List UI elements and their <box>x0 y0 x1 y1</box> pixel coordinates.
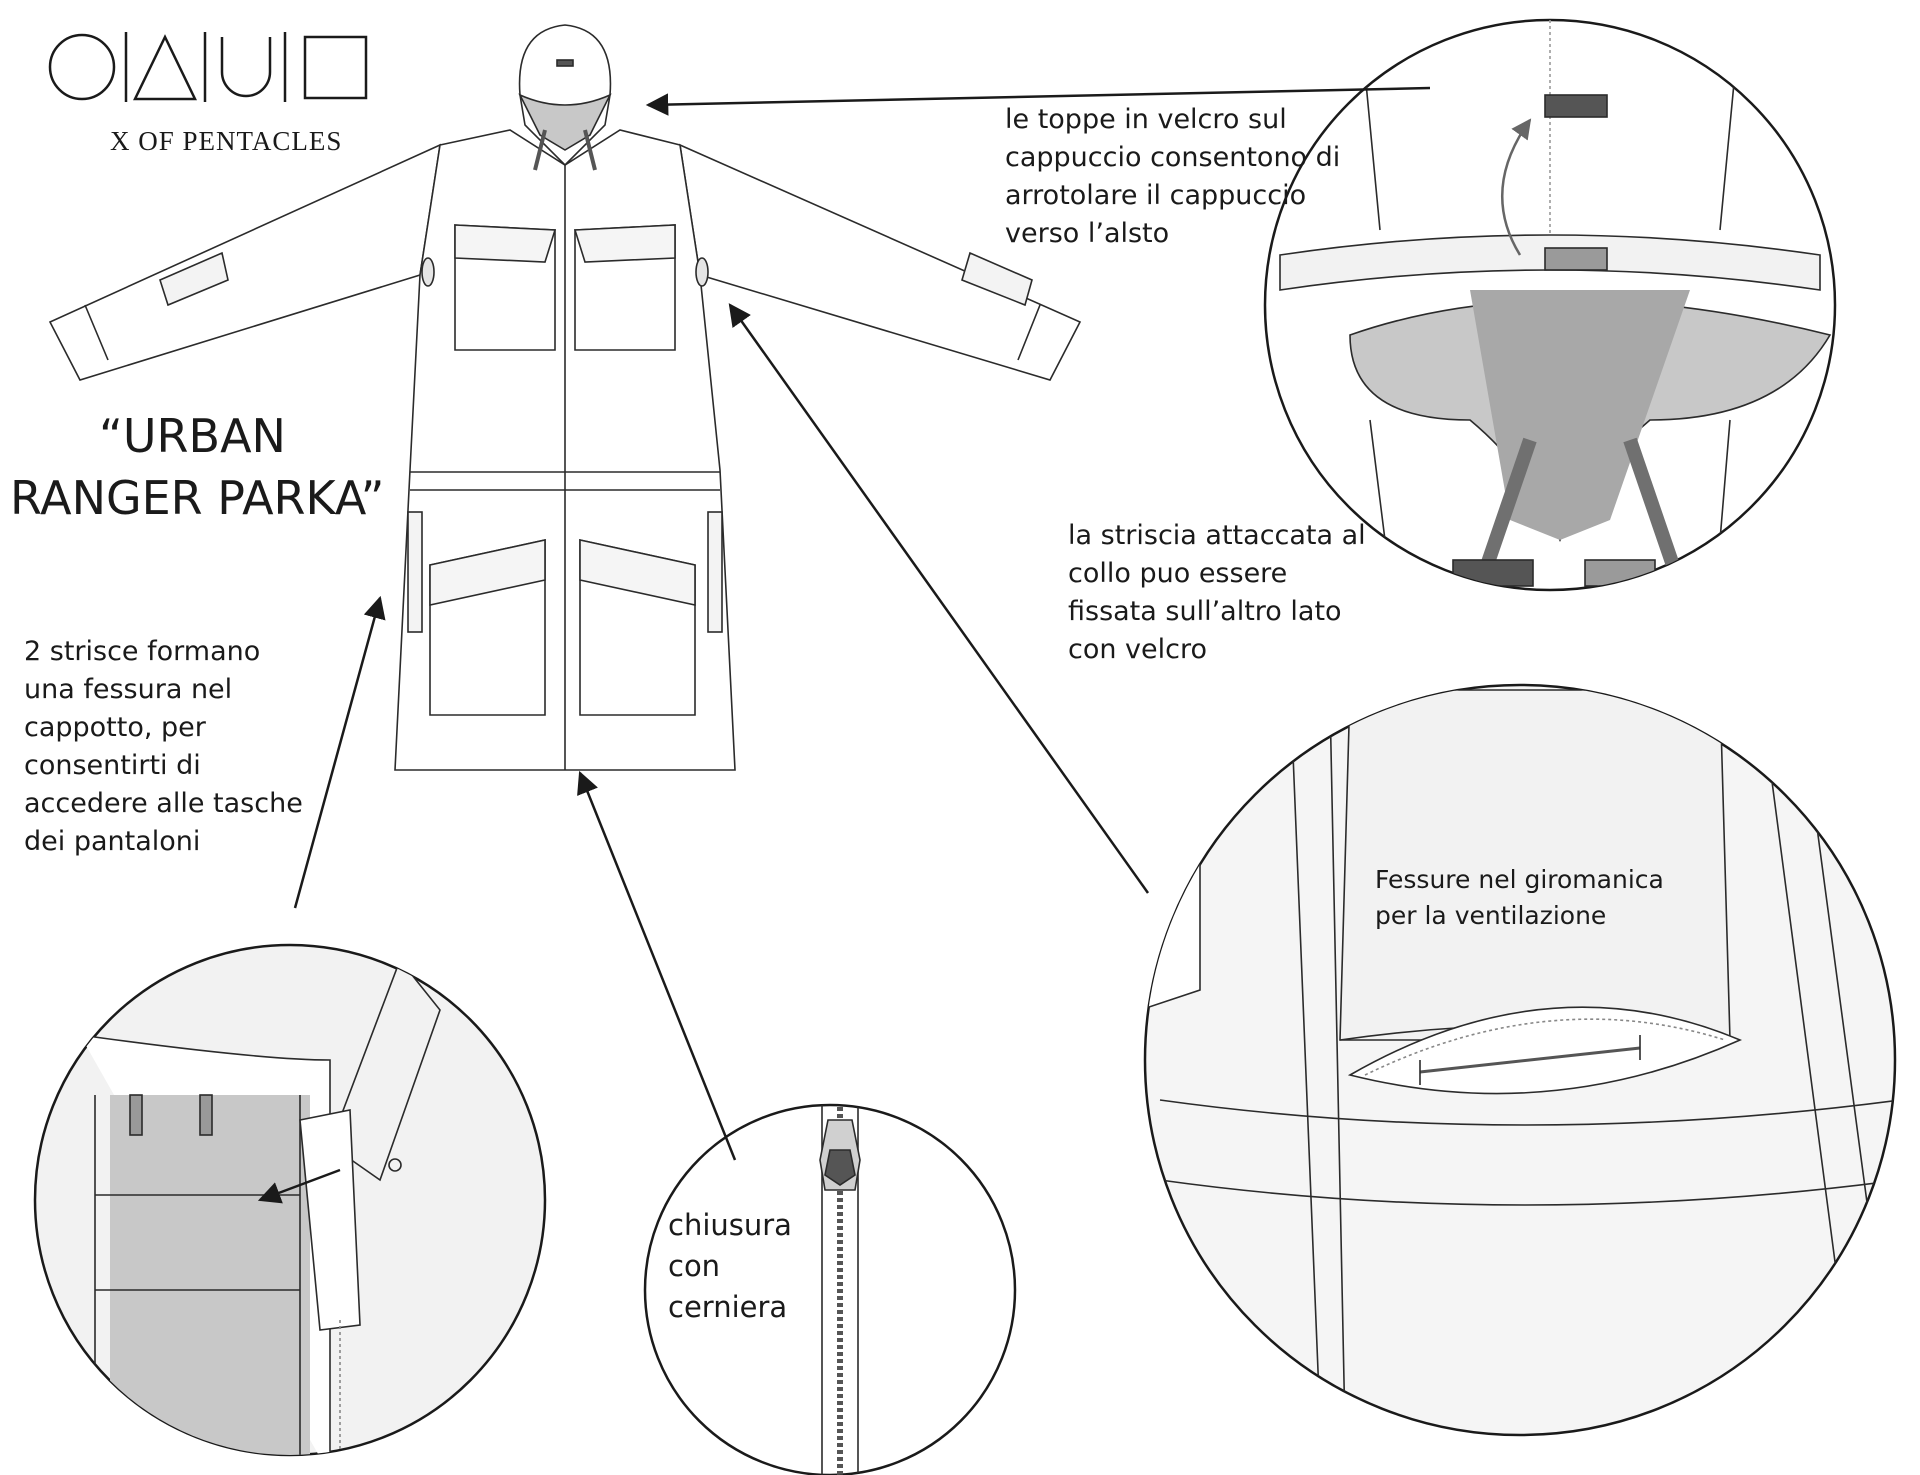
product-title-line-2: RANGER PARKA” <box>10 471 385 525</box>
vent-note: Fessure nel giromanica per la ventilazio… <box>1375 862 1664 934</box>
hood-note-line: arrotolare il cappuccio <box>1005 180 1307 211</box>
collar-note-line: la striscia attaccata al <box>1068 520 1366 551</box>
brand-name: X OF PENTACLES <box>110 126 343 156</box>
slit-detail-circle <box>33 943 547 1457</box>
vent-note-line: per la ventilazione <box>1375 901 1607 930</box>
hood-velcro-note: le toppe in velcro sul cappuccio consent… <box>1005 101 1340 253</box>
slit-note-line: una fessura nel <box>24 674 233 705</box>
zipper-note-line: chiusura <box>668 1208 792 1242</box>
slit-note-line: 2 strisce formano <box>24 636 261 667</box>
parka-flat-sketch <box>48 24 1082 771</box>
slit-note-line: dei pantaloni <box>24 826 201 857</box>
zipper-note: chiusura con cerniera <box>668 1205 792 1328</box>
vent-detail-circle <box>1143 683 1897 1437</box>
collar-note-line: collo puo essere <box>1068 558 1288 589</box>
zipper-detail-circle <box>643 1103 1017 1475</box>
hood-detail-circle <box>1263 18 1837 592</box>
collar-note-line: fissata sull’altro lato <box>1068 596 1342 627</box>
slit-note-line: accedere alle tasche <box>24 788 303 819</box>
product-title: “URBAN RANGER PARKA” <box>10 405 385 529</box>
zipper-note-line: cerniera <box>668 1290 788 1324</box>
callout-arrows <box>293 86 1431 1161</box>
hood-note-line: verso l’alsto <box>1005 218 1170 249</box>
brand-logo <box>48 32 368 102</box>
slit-note-line: cappotto, per <box>24 712 206 743</box>
collar-strap-note: la striscia attaccata al collo puo esser… <box>1068 517 1366 669</box>
hood-note-line: le toppe in velcro sul <box>1005 104 1287 135</box>
zipper-note-line: con <box>668 1249 721 1283</box>
product-title-line-1: “URBAN <box>99 409 286 463</box>
vent-note-line: Fessure nel giromanica <box>1375 865 1664 894</box>
side-slit-note: 2 strisce formano una fessura nel cappot… <box>24 633 303 861</box>
slit-note-line: consentirti di <box>24 750 201 781</box>
hood-note-line: cappuccio consentono di <box>1005 142 1341 173</box>
collar-note-line: con velcro <box>1068 634 1208 665</box>
